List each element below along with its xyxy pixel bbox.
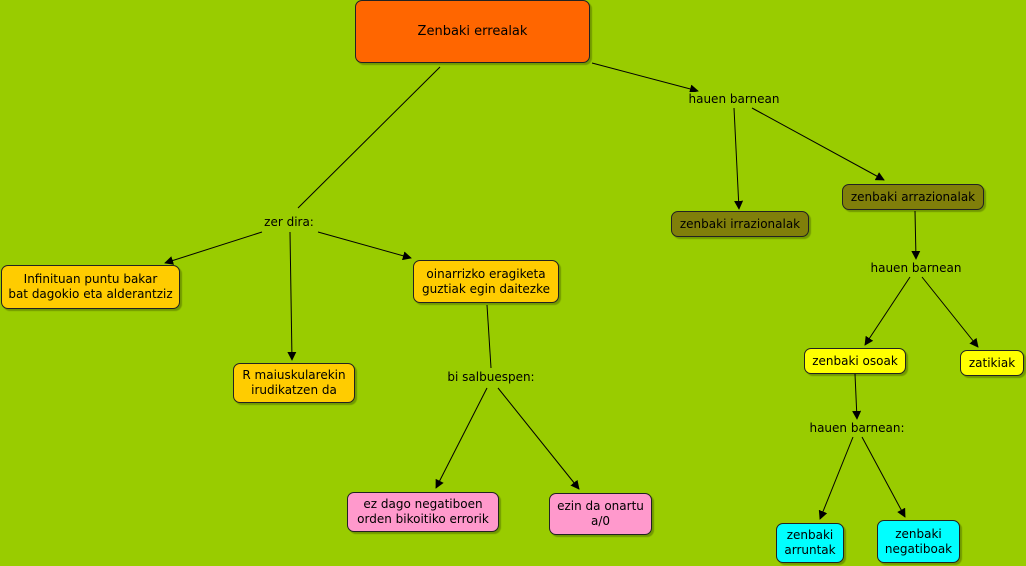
- connector-zer-dira-operations: [317, 231, 412, 261]
- concept-rsymbol[interactable]: R maiuskularekin irudikatzen da: [233, 363, 355, 403]
- connector-hauen-barnean-integers: [864, 276, 911, 346]
- concept-negatives-text: zenbaki negatiboak: [884, 526, 953, 556]
- connector-zer-dira-rsymbol: [287, 231, 297, 361]
- concept-fractions[interactable]: zatikiak: [960, 350, 1024, 376]
- concept-naturals[interactable]: zenbaki arruntak: [776, 523, 844, 563]
- concept-irrational[interactable]: zenbaki irrazionalak: [671, 211, 809, 237]
- connector-hauen-barnean-negatives: [861, 436, 906, 518]
- concept-rational[interactable]: zenbaki arrazionalak: [842, 184, 984, 210]
- link-hauen-barnean-top: hauen barnean: [686, 92, 782, 107]
- concept-div-zero-text: ezin da onartu a/0: [557, 499, 644, 528]
- concept-naturals-text: zenbaki arruntak: [784, 528, 836, 557]
- connector-hauen-barnean-naturals: [818, 436, 854, 520]
- concept-integers[interactable]: zenbaki osoak: [804, 348, 906, 374]
- connector-hauen-barnean-irrational: [733, 107, 744, 210]
- concept-fractions-text: zatikiak: [968, 355, 1016, 370]
- concept-rsymbol-text: R maiuskularekin irudikatzen da: [242, 368, 346, 397]
- connector-operations-bi-salbuespen: [486, 304, 492, 369]
- concept-neg-roots[interactable]: ez dago negatiboen orden bikoitiko error…: [347, 492, 499, 532]
- concept-root-text: Zenbaki errealak: [417, 24, 528, 39]
- concept-irrational-text: zenbaki irrazionalak: [679, 216, 801, 231]
- link-bi-salbuespen: bi salbuespen:: [445, 370, 537, 385]
- connector-hauen-barnean-rational: [751, 107, 885, 181]
- concept-negatives[interactable]: zenbaki negatiboak: [877, 520, 960, 563]
- concept-infinite[interactable]: Infinituan puntu bakar bat dagokio eta a…: [1, 265, 180, 309]
- connector-root-zer-dira: [297, 66, 441, 209]
- concept-neg-roots-text: ez dago negatiboen orden bikoitiko error…: [357, 497, 489, 526]
- concept-rational-text: zenbaki arrazionalak: [850, 189, 976, 204]
- concept-operations-text: oinarrizko eragiketa guztiak egin daitez…: [421, 266, 551, 296]
- concept-operations[interactable]: oinarrizko eragiketa guztiak egin daitez…: [413, 260, 559, 303]
- concept-infinite-text: Infinituan puntu bakar bat dagokio eta a…: [8, 272, 173, 301]
- connector-bi-salbuespen-div-zero: [497, 387, 580, 490]
- link-hauen-barnean-rational: hauen barnean: [868, 261, 964, 276]
- connector-integers-hauen-barnean: [852, 373, 862, 420]
- concept-div-zero[interactable]: ezin da onartu a/0: [549, 493, 652, 535]
- concept-root[interactable]: Zenbaki errealak: [355, 0, 590, 63]
- link-hauen-barnean-integers: hauen barnean:: [807, 421, 907, 436]
- connector-bi-salbuespen-neg-roots: [435, 387, 488, 489]
- connector-rational-hauen-barnean: [911, 210, 921, 260]
- link-zer-dira: zer dira:: [262, 215, 316, 230]
- connector-hauen-barnean-fractions: [921, 276, 979, 348]
- connector-zer-dira-infinite: [164, 231, 263, 265]
- concept-integers-text: zenbaki osoak: [812, 353, 898, 368]
- connector-root-hauen-barnean: [591, 62, 699, 94]
